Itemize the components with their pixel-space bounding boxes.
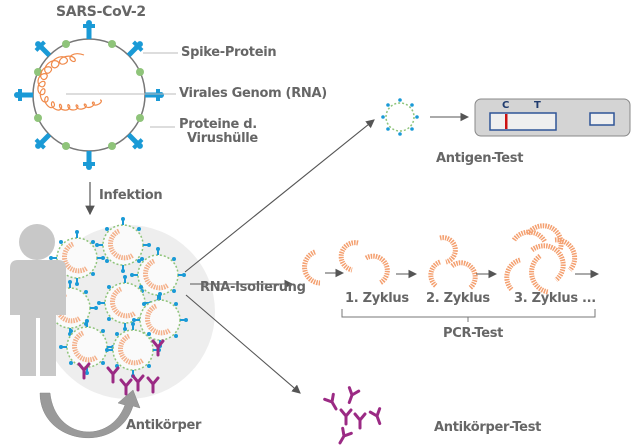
strip-mark-control: C bbox=[502, 100, 510, 111]
label-cycle-2: 2. Zyklus bbox=[426, 291, 490, 306]
rna-coil-icon bbox=[37, 53, 102, 111]
control-line bbox=[505, 114, 508, 129]
label-antibodies: Antikörper bbox=[126, 418, 202, 433]
antibody-test-icons bbox=[323, 386, 386, 447]
label-antibody-test: Antikörper-Test bbox=[434, 420, 542, 435]
strip-mark-test: T bbox=[534, 100, 541, 111]
label-cycle-3: 3. Zyklus ... bbox=[514, 291, 596, 306]
pcr-bracket bbox=[341, 309, 596, 322]
label-spike-protein: Spike-Protein bbox=[181, 45, 277, 60]
label-antigen-test: Antigen-Test bbox=[436, 151, 524, 166]
label-infection: Infektion bbox=[99, 188, 163, 203]
label-viral-genome: Virales Genom (RNA) bbox=[179, 86, 327, 101]
label-cycle-1: 1. Zyklus bbox=[345, 291, 409, 306]
person-icon bbox=[10, 224, 66, 376]
label-rna-isolation: RNA-Isolierung bbox=[200, 280, 306, 295]
label-pcr-test: PCR-Test bbox=[443, 326, 504, 341]
label-envelope-protein-1: Proteine d. bbox=[179, 117, 257, 132]
arrow-to-antibody-test bbox=[185, 294, 301, 394]
envelope-protein-icons bbox=[34, 40, 144, 150]
virus-particle bbox=[14, 20, 164, 170]
label-envelope-protein-2: Virushülle bbox=[187, 131, 258, 146]
virus-title: SARS-CoV-2 bbox=[56, 4, 146, 20]
test-strip-window bbox=[489, 112, 557, 131]
arrow-to-antigen bbox=[184, 119, 375, 273]
pcr-rna-icons bbox=[302, 223, 578, 295]
sample-well bbox=[589, 112, 615, 126]
antigen-virus-icon bbox=[381, 98, 419, 136]
antibody-curved-arrow bbox=[39, 389, 141, 439]
antigen-test-cassette bbox=[474, 98, 631, 137]
